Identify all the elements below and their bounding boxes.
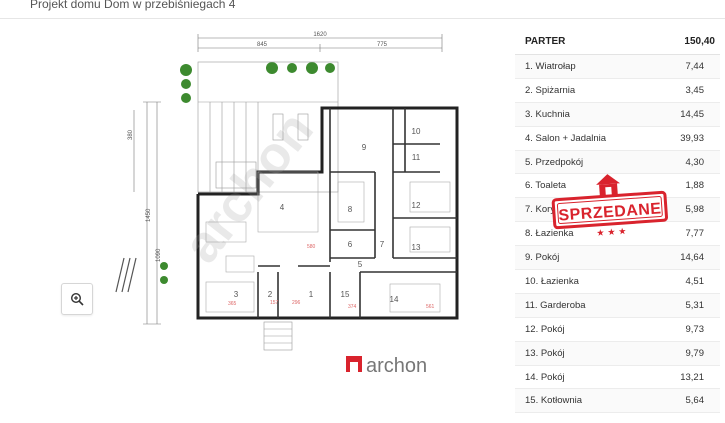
svg-text:374: 374 <box>348 304 357 310</box>
room-area: 3,45 <box>685 84 705 96</box>
table-row: 9. Pokój 14,64 <box>515 246 720 271</box>
room-label: 9. Pokój <box>525 252 560 264</box>
room-area: 14,64 <box>680 252 704 264</box>
table-header: PARTER 150,40 <box>515 28 720 55</box>
room-label: 3. Kuchnia <box>525 108 570 120</box>
room-area: 39,93 <box>680 132 704 144</box>
room-label: 5. Przedpokój <box>525 156 584 168</box>
room-number-2: 2 <box>268 290 273 299</box>
room-area: 7,77 <box>685 228 705 240</box>
table-row: 8. Łazienka 7,77 <box>515 222 720 247</box>
room-area: 5,31 <box>685 299 705 311</box>
floor-label: PARTER <box>525 35 566 47</box>
room-label: 2. Spiżarnia <box>525 84 576 96</box>
room-label: 6. Toaleta <box>525 180 567 192</box>
archon-logo: archon <box>346 355 427 377</box>
table-row: 10. Łazienka 4,51 <box>515 270 720 294</box>
table-row: 4. Salon + Jadalnia 39,93 <box>515 127 720 151</box>
dim-width-left: 845 <box>257 42 268 48</box>
room-number-6: 6 <box>348 240 353 249</box>
room-number-10: 10 <box>412 127 421 136</box>
floor-plan-drawing: 1620 845 775 380 1450 1090 <box>115 32 459 377</box>
table-row: 6. Toaleta 1,88 <box>515 174 720 199</box>
room-label: 14. Pokój <box>525 371 565 383</box>
room-label: 1. Wiatrołap <box>525 60 576 72</box>
room-number-8: 8 <box>348 205 353 214</box>
table-row: 1. Wiatrołap 7,44 <box>515 55 720 79</box>
dim-height-total: 1450 <box>146 208 152 222</box>
room-label: 7. Korytarz <box>525 204 571 216</box>
room-label: 15. Kotłownia <box>525 395 583 407</box>
room-number-9: 9 <box>362 143 367 152</box>
floor-total-area: 150,40 <box>684 35 715 47</box>
archon-logo-text: archon <box>366 355 427 377</box>
table-row: 12. Pokój 9,73 <box>515 318 720 342</box>
top-bar: Projekt domu Dom w przebiśniegach 4 <box>0 0 725 19</box>
svg-text:157: 157 <box>270 300 279 306</box>
room-number-14: 14 <box>390 295 399 304</box>
room-list: 1. Wiatrołap 7,44 2. Spiżarnia 3,45 3. Kuc… <box>515 55 720 414</box>
page-title: Projekt domu Dom w przebiśniegach 4 <box>30 0 236 11</box>
plan-watermark: archon <box>172 101 324 273</box>
room-number-5: 5 <box>358 260 363 269</box>
room-label: 11. Garderoba <box>525 299 586 311</box>
table-row: 15. Kotłownia 5,64 <box>515 389 720 414</box>
room-area: 1,88 <box>685 180 705 192</box>
svg-text:561: 561 <box>426 304 435 310</box>
table-row: 5. Przedpokój 4,30 <box>515 150 720 175</box>
table-row: 14. Pokój 13,21 <box>515 366 720 390</box>
room-number-15: 15 <box>341 290 350 299</box>
room-area: 4,30 <box>685 156 705 168</box>
room-number-13: 13 <box>412 243 421 252</box>
dim-height-top: 380 <box>128 129 134 140</box>
room-number-4: 4 <box>280 203 285 212</box>
table-row: 3. Kuchnia 14,45 <box>515 102 720 127</box>
room-area: 14,45 <box>680 108 704 120</box>
room-label: 13. Pokój <box>525 347 565 359</box>
table-row: 2. Spiżarnia 3,45 <box>515 79 720 103</box>
table-row: 13. Pokój 9,79 <box>515 341 720 366</box>
zoom-in-icon <box>70 292 84 306</box>
room-number-3: 3 <box>234 290 239 299</box>
dim-total-width: 1620 <box>313 32 327 38</box>
room-area: 9,79 <box>685 347 705 359</box>
room-area-table: PARTER 150,40 1. Wiatrołap 7,44 2. Spiżar… <box>515 28 720 418</box>
room-label: 12. Pokój <box>525 323 565 335</box>
svg-text:580: 580 <box>307 244 316 250</box>
room-area: 5,64 <box>685 395 705 407</box>
room-label: 10. Łazienka <box>525 275 579 287</box>
zoom-in-button[interactable] <box>61 283 93 315</box>
table-row: 11. Garderoba 5,31 <box>515 293 720 318</box>
room-area: 7,44 <box>685 60 705 72</box>
dim-height-inner: 1090 <box>156 248 162 262</box>
room-area: 13,21 <box>680 371 704 383</box>
room-label: 4. Salon + Jadalnia <box>525 132 607 144</box>
room-area: 9,73 <box>685 323 705 335</box>
floor-plan: 1620 845 775 380 1450 1090 <box>30 22 482 418</box>
room-number-12: 12 <box>412 201 421 210</box>
room-area: 4,51 <box>685 275 705 287</box>
room-label: 8. Łazienka <box>525 228 574 240</box>
room-number-7: 7 <box>380 240 385 249</box>
dim-width-right: 775 <box>377 42 388 48</box>
table-row: 7. Korytarz 5,98 <box>515 198 720 223</box>
room-number-1: 1 <box>309 290 314 299</box>
room-area: 5,98 <box>685 204 705 216</box>
room-number-11: 11 <box>412 153 421 162</box>
svg-text:296: 296 <box>292 300 301 306</box>
svg-text:365: 365 <box>228 301 237 307</box>
